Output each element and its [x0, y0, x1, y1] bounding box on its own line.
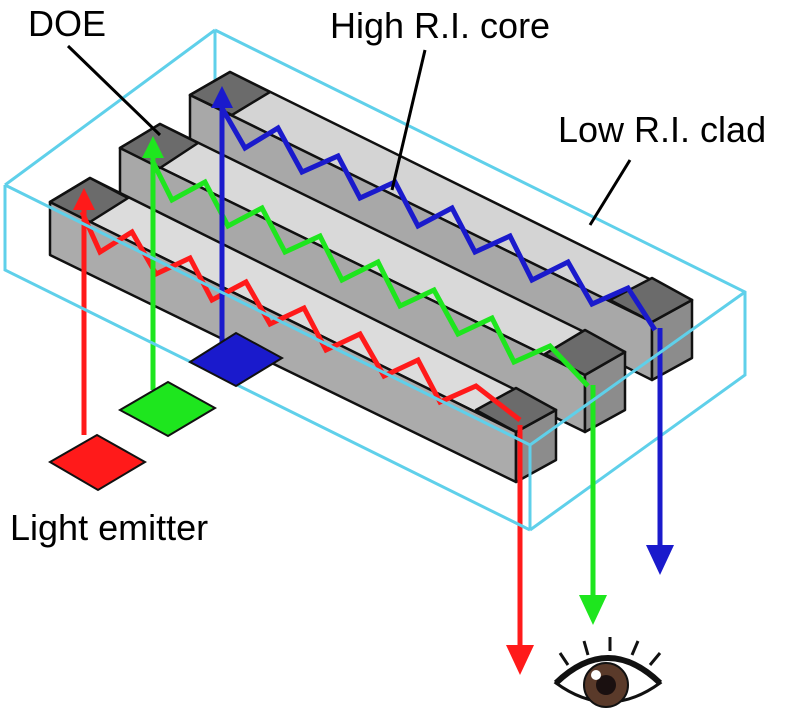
- label-clad: Low R.I. clad: [558, 109, 766, 150]
- input-arrow-red: [73, 188, 95, 435]
- doe-blue: [188, 70, 272, 117]
- clad-box-front: [3, 183, 746, 532]
- emitter-square-red: [48, 433, 147, 492]
- doe-green: [118, 122, 200, 170]
- input-arrow-blue: [211, 86, 233, 345]
- eye-icon: [553, 637, 663, 708]
- label-emitter: Light emitter: [10, 507, 208, 548]
- emitter-square-green: [117, 380, 218, 438]
- leader-clad: [588, 159, 632, 226]
- leader-core: [390, 49, 427, 191]
- leader-doe: [66, 44, 162, 137]
- zigzag-blue: [219, 106, 658, 332]
- zigzag-green: [149, 158, 590, 388]
- label-core: High R.I. core: [330, 5, 550, 46]
- output-arrow-blue: [646, 328, 674, 575]
- input-arrow-green: [142, 136, 164, 390]
- label-doe: DOE: [28, 3, 106, 44]
- output-arrow-red: [506, 425, 534, 675]
- output-arrow-green: [579, 385, 607, 625]
- doe-blue-exit: [608, 276, 694, 324]
- emitter-square-blue: [187, 331, 285, 388]
